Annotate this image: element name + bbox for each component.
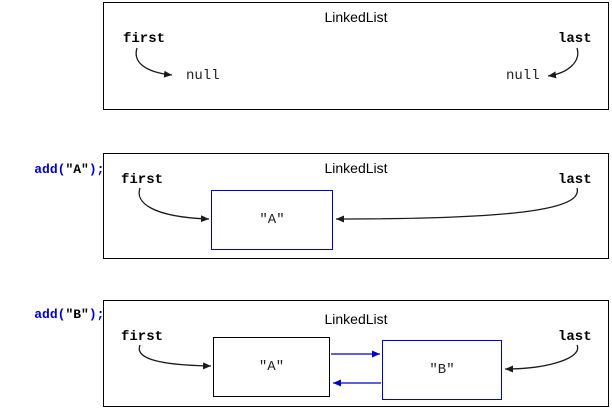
code-string-arg: "A" xyxy=(65,162,89,177)
panel3-linkedlist-title: LinkedList xyxy=(324,311,388,327)
panel1-last-pointer-label: last xyxy=(558,31,592,47)
code-end: ); xyxy=(88,162,105,177)
panel2-last-pointer-label: last xyxy=(558,172,592,188)
code-call: add( xyxy=(34,307,66,322)
code-string-arg: "B" xyxy=(65,307,89,322)
code-end: ); xyxy=(88,307,105,322)
code-call: add( xyxy=(34,162,66,177)
panel1-first-null-value: null xyxy=(186,68,220,84)
node-box-a: "A" xyxy=(211,190,333,250)
code-label-add-b: add("B"); xyxy=(3,292,104,337)
node-box-a2: "A" xyxy=(213,337,330,397)
panel1-last-null-value: null xyxy=(506,68,540,84)
panel2-linkedlist-title: LinkedList xyxy=(324,160,388,176)
node-a-value: "A" xyxy=(259,212,285,228)
panel3-last-pointer-label: last xyxy=(558,329,592,345)
panel2-first-pointer-label: first xyxy=(121,172,164,188)
panel1-linkedlist-title: LinkedList xyxy=(324,9,388,25)
panel-empty-list xyxy=(103,2,609,110)
node-box-b: "B" xyxy=(382,340,502,400)
panel1-first-pointer-label: first xyxy=(123,31,166,47)
node-a2-value: "A" xyxy=(258,359,285,375)
code-label-add-a: add("A"); xyxy=(3,147,104,192)
panel3-first-pointer-label: first xyxy=(121,329,164,345)
node-b-value: "B" xyxy=(429,362,455,378)
